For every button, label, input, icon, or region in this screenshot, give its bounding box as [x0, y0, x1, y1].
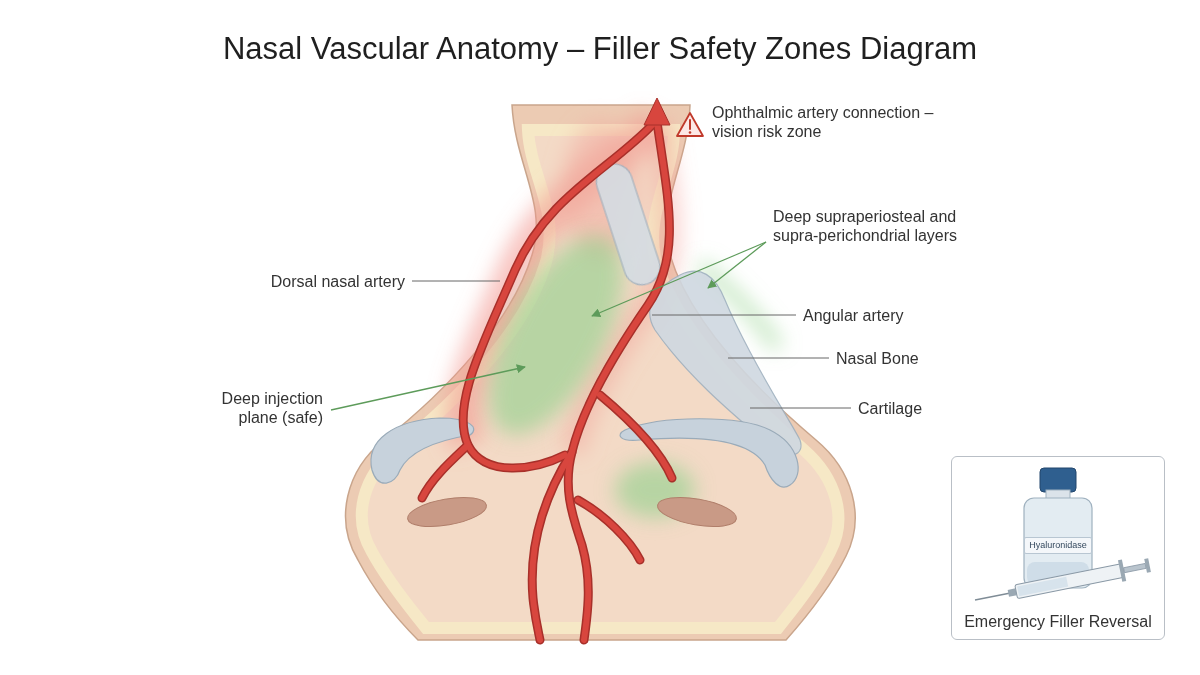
leader-line — [652, 315, 796, 316]
nose-skin — [346, 105, 856, 640]
reversal-kit-box: HyaluronidaseEmergency Filler Reversal — [951, 456, 1165, 640]
artery-branch — [578, 500, 640, 560]
syringe — [973, 554, 1152, 610]
label-wrap: Nasal Bone — [836, 349, 919, 368]
warning-symbol — [677, 113, 703, 136]
annotation-label: Nasal Bone — [836, 349, 919, 368]
hyaluronidase-vial — [1024, 468, 1092, 588]
annotation-label: Deep injection plane (safe) — [193, 389, 323, 427]
artery-arrowhead — [644, 98, 670, 125]
label-wrap: Ophthalmic artery connection – vision ri… — [712, 103, 962, 141]
artery-branch — [600, 395, 672, 478]
nasal-bone-shape — [592, 159, 665, 289]
syringe-plunger — [1124, 563, 1147, 572]
alar-cartilage — [620, 419, 798, 487]
leader-lines — [412, 281, 851, 408]
label-wrap: Dorsal nasal artery — [271, 272, 405, 291]
label-wrap: Deep injection plane (safe) — [193, 389, 323, 427]
label-wrap: Deep supraperiosteal and supra-perichond… — [773, 207, 991, 245]
pointer-arrow — [592, 242, 766, 316]
annotation-label: Ophthalmic artery connection – vision ri… — [712, 103, 962, 141]
artery-branch — [532, 452, 572, 640]
warning-mark — [689, 120, 691, 129]
label-wrap: Angular artery — [803, 306, 904, 325]
vial-label-text: Hyaluronidase — [1029, 540, 1087, 551]
annotation-label: Dorsal nasal artery — [271, 272, 405, 291]
nostril — [655, 492, 738, 531]
diagram-title: Nasal Vascular Anatomy – Filler Safety Z… — [0, 30, 1200, 68]
artery-branch — [422, 445, 468, 498]
angular-artery — [568, 122, 669, 640]
syringe-fluid — [1017, 577, 1068, 597]
label-wrap: Cartilage — [858, 399, 922, 418]
annotation-label: Cartilage — [858, 399, 922, 418]
annotation-label: Angular artery — [803, 306, 904, 325]
artery-branch — [600, 395, 672, 478]
leader-line — [728, 358, 829, 359]
safe-zone-arrows — [331, 242, 766, 410]
artery-branch — [422, 445, 468, 498]
pointer-arrow — [708, 242, 766, 288]
vial-cap — [1040, 468, 1076, 492]
box-caption: Emergency Filler Reversal — [964, 612, 1152, 631]
artery-branch — [578, 500, 640, 560]
pointer-arrow — [331, 367, 525, 410]
leader-line — [750, 408, 851, 409]
syringe-thumb — [1144, 558, 1151, 573]
syringe-barrel — [1015, 564, 1124, 599]
vial-label: Hyaluronidase — [1024, 537, 1092, 554]
warning-dot — [689, 131, 692, 134]
annotation-label: Deep supraperiosteal and supra-perichond… — [773, 207, 991, 245]
angular-artery — [568, 122, 669, 640]
warning-triangle — [677, 113, 703, 136]
title-wrap: Nasal Vascular Anatomy – Filler Safety Z… — [0, 30, 1200, 68]
leader-line — [412, 281, 500, 282]
